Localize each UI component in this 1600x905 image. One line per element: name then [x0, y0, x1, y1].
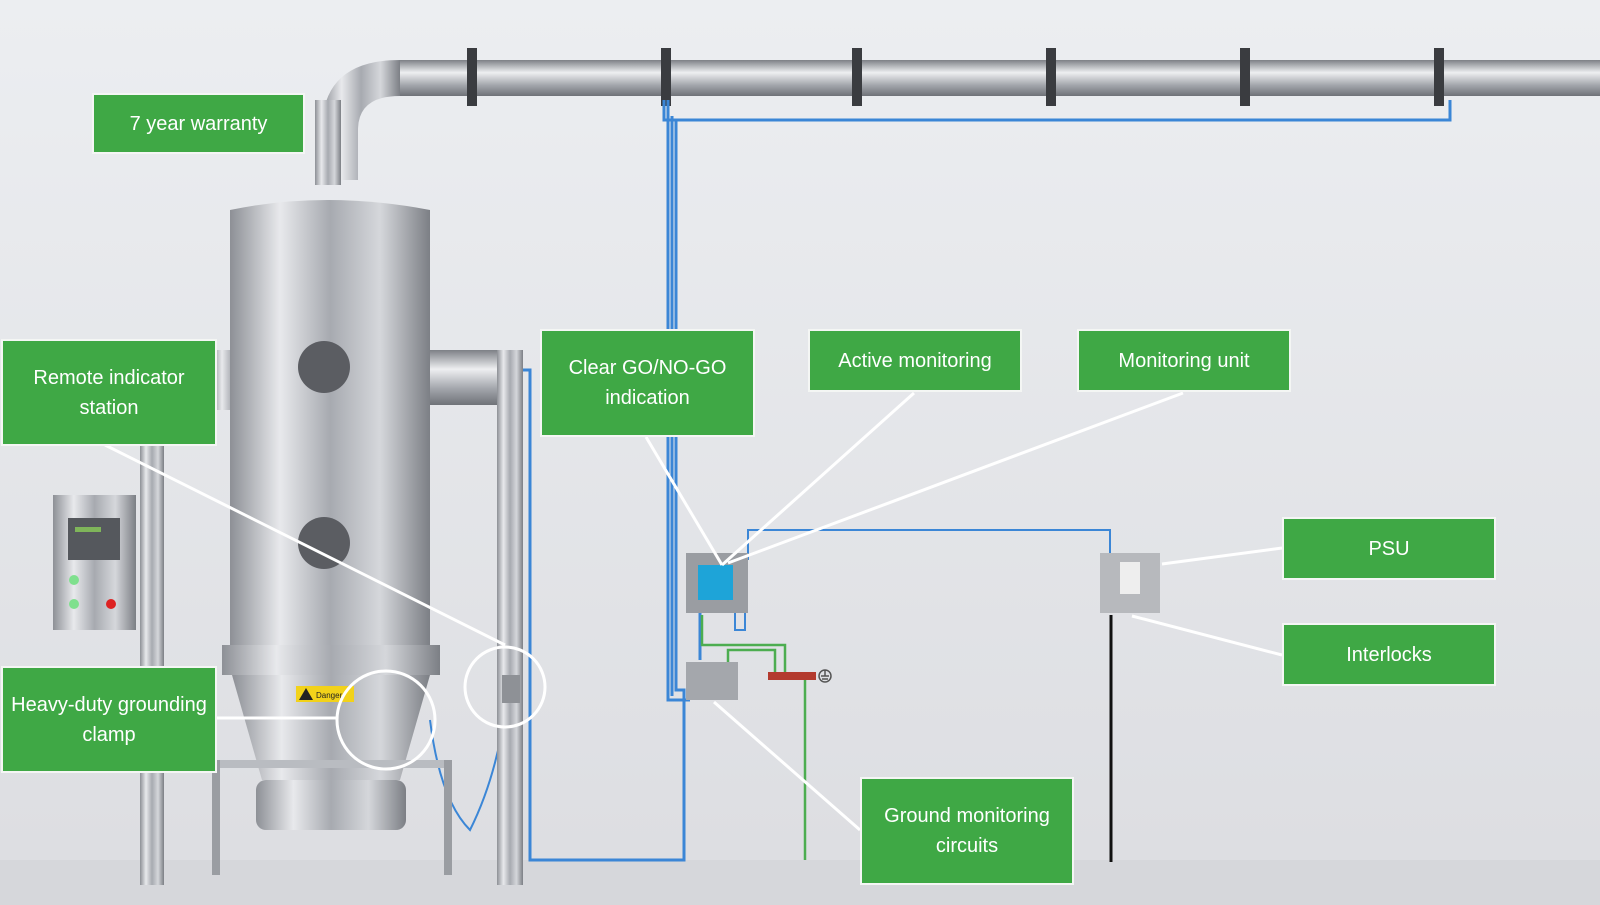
warning-triangle-icon [299, 688, 313, 700]
earth-busbar [768, 672, 816, 680]
active-monitoring-label: Active monitoring [808, 329, 1022, 392]
remote-indicator-label: Remote indicator station [1, 339, 217, 446]
leader-lines [104, 391, 1283, 832]
ground-cables [700, 615, 807, 860]
interlocks-label: Interlocks [1282, 623, 1496, 686]
overhead-pipe [315, 48, 1600, 185]
warranty-label: 7 year warranty [92, 93, 305, 154]
monitoring-unit-box [686, 553, 1160, 700]
grounding-clamp-label: Heavy-duty grounding clamp [1, 666, 217, 773]
earth-ground-icon [818, 669, 832, 683]
go-nogo-label: Clear GO/NO-GO indication [540, 329, 755, 437]
monitoring-unit-label: Monitoring unit [1077, 329, 1291, 392]
ground-circuits-label: Ground monitoring circuits [860, 777, 1074, 885]
psu-label: PSU [1282, 517, 1496, 580]
danger-sign-text: Danger [316, 691, 343, 700]
fluid-bed-vessel: Danger [53, 200, 523, 885]
